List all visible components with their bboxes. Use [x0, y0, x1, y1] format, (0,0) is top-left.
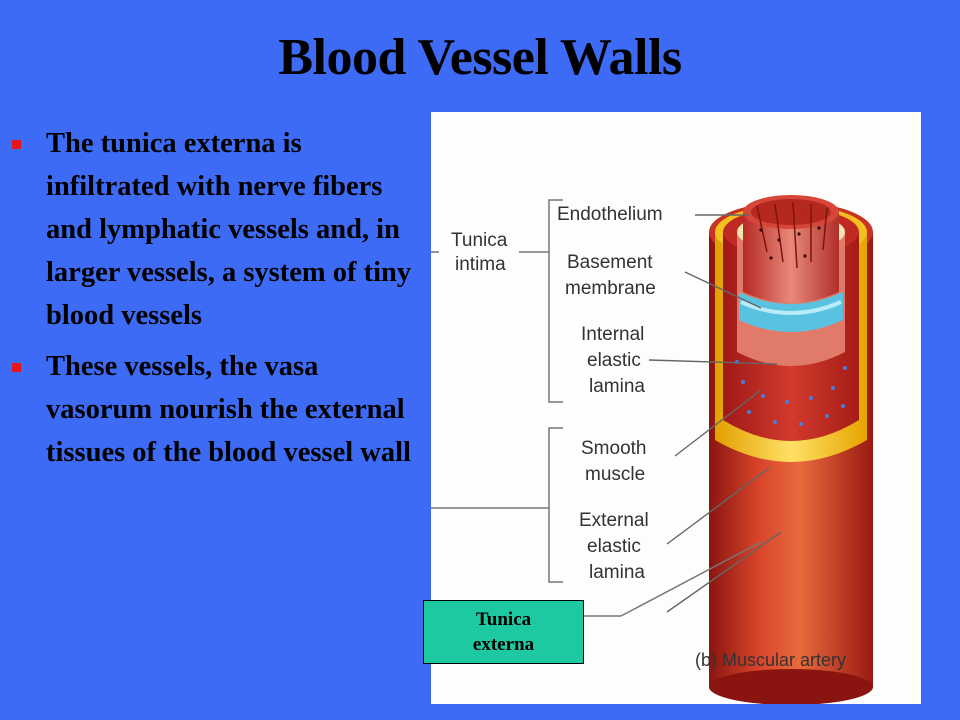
- slide-title: Blood Vessel Walls: [278, 29, 682, 86]
- label-intima: intima: [455, 254, 506, 275]
- leader-lines: [648, 214, 782, 613]
- label-internal-lamina: lamina: [589, 376, 645, 397]
- basement-membrane-layer: [739, 292, 843, 332]
- bullet-list: The tunica externa is infiltrated with n…: [12, 122, 412, 482]
- artery-figure-panel: Tunica intima Endothelium Basement membr…: [431, 112, 921, 704]
- label-endothelium: Endothelium: [557, 204, 663, 225]
- bullet-square-icon: [12, 363, 21, 372]
- muscular-artery-diagram: Tunica intima Endothelium Basement membr…: [431, 195, 873, 704]
- bullet-square-icon: [12, 140, 21, 149]
- label-membrane: membrane: [565, 278, 656, 299]
- bullet-item: The tunica externa is infiltrated with n…: [12, 122, 412, 337]
- bullet-text: The tunica externa is infiltrated with n…: [46, 128, 412, 331]
- label-basement: Basement: [567, 252, 653, 273]
- label-smooth: Smooth: [581, 438, 646, 459]
- callout-line-2: externa: [472, 634, 535, 655]
- bullet-item: These vessels, the vasa vasorum nourish …: [12, 345, 412, 474]
- callout-line-1: Tunica: [475, 609, 532, 630]
- figure-caption: (b) Muscular artery: [695, 650, 846, 670]
- label-muscle: muscle: [585, 464, 645, 485]
- tunica-externa-callout: Tunica externa: [423, 600, 584, 664]
- label-external: External: [579, 510, 649, 531]
- artery-bottom-edge: [709, 669, 873, 704]
- label-internal: Internal: [581, 324, 644, 345]
- label-tunica: Tunica: [451, 230, 508, 251]
- bullet-text: These vessels, the vasa vasorum nourish …: [46, 351, 411, 468]
- label-external-elastic: elastic: [587, 536, 641, 557]
- endothelium-layer: [743, 195, 839, 303]
- label-external-lamina: lamina: [589, 562, 645, 583]
- label-internal-elastic: elastic: [587, 350, 641, 371]
